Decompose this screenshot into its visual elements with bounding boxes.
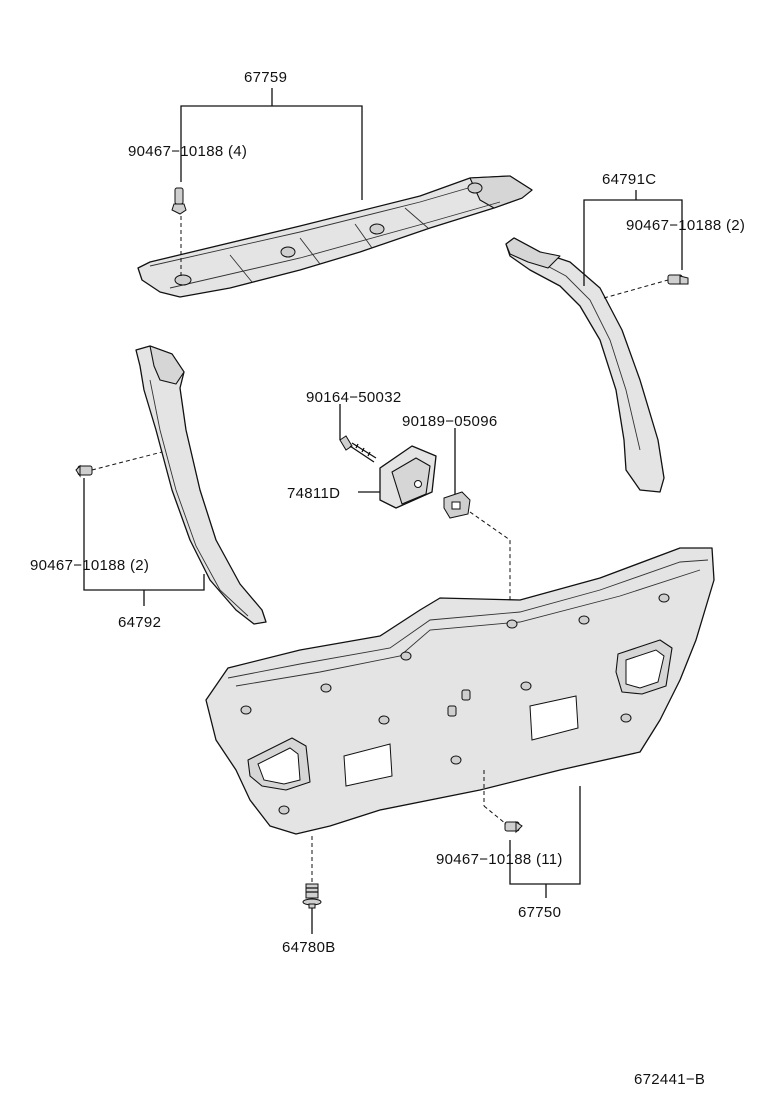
label-67759: 67759 xyxy=(244,69,287,86)
clip-icon-67750 xyxy=(504,821,523,834)
label-64780b: 64780B xyxy=(282,939,336,956)
label-67759-clip: 90467−10188 (4) xyxy=(128,143,247,160)
bolt-icon-64780b xyxy=(302,883,322,909)
clip-icon-90189 xyxy=(443,491,471,519)
trunk-lid-trim-67750 xyxy=(205,547,715,835)
label-67750: 67750 xyxy=(518,904,561,921)
label-64791c: 64791C xyxy=(602,171,656,188)
label-67750-clip: 90467−10188 (11) xyxy=(436,851,563,868)
label-90189: 90189−05096 xyxy=(402,413,497,430)
screw-icon-90164 xyxy=(339,435,377,463)
clip-icon-67759 xyxy=(171,187,187,215)
label-74811d: 74811D xyxy=(287,485,340,502)
label-64792-clip: 90467−10188 (2) xyxy=(30,557,149,574)
left-pillar-trim-64792 xyxy=(135,345,267,625)
diagram-id: 672441−B xyxy=(634,1071,705,1088)
clip-icon-64791c xyxy=(667,274,689,285)
bracket-74811d xyxy=(379,445,437,509)
right-pillar-trim-64791c xyxy=(505,237,665,493)
clip-icon-64792 xyxy=(75,464,93,478)
label-64791c-clip: 90467−10188 (2) xyxy=(626,217,745,234)
label-90164: 90164−50032 xyxy=(306,389,401,406)
upper-trim-panel-67759 xyxy=(137,175,533,298)
label-64792: 64792 xyxy=(118,614,161,631)
